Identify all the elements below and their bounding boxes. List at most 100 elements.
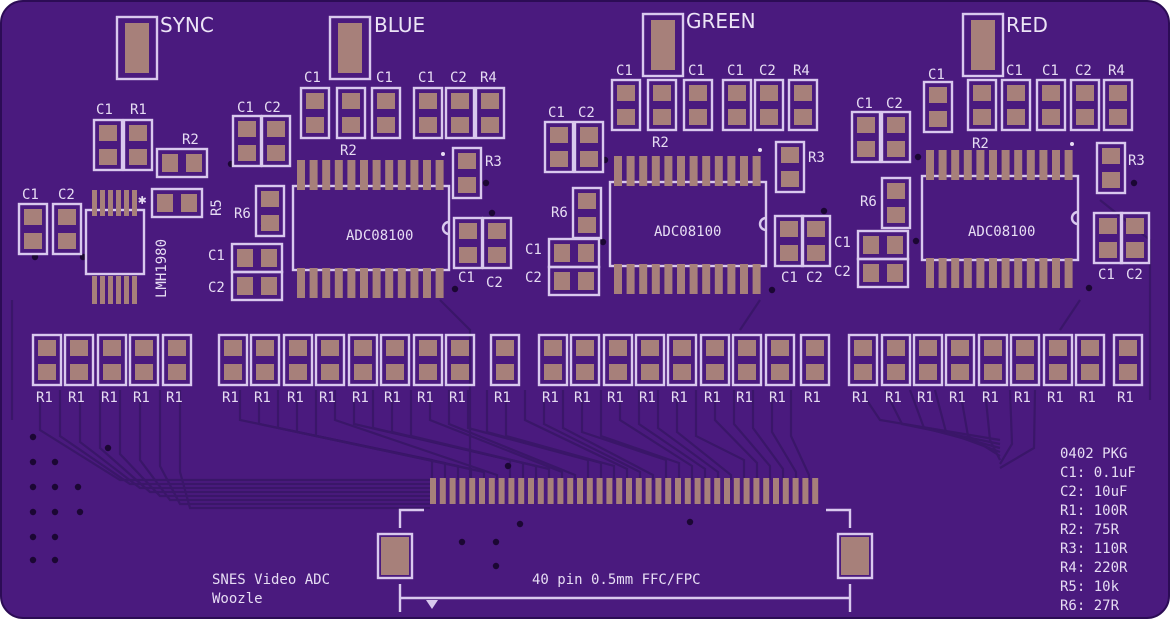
- pad: [377, 117, 395, 133]
- pad: [135, 364, 153, 380]
- pad: [451, 93, 469, 109]
- pad: [617, 85, 635, 101]
- trace: [314, 390, 486, 480]
- ref-label: R1: [222, 390, 239, 406]
- pin-pad: [677, 156, 685, 186]
- ffc-pin: [792, 478, 799, 504]
- pin-pad: [926, 258, 934, 288]
- pin-pad: [677, 264, 685, 294]
- via: [51, 458, 59, 466]
- pad: [1081, 340, 1099, 356]
- ref-label: R4: [793, 63, 810, 79]
- ffc-pin: [763, 478, 770, 504]
- pad: [771, 364, 789, 380]
- footprint-outline: [880, 176, 912, 230]
- via: [599, 238, 607, 246]
- pad: [1102, 172, 1120, 188]
- footprint-outline: [721, 78, 753, 132]
- ref-label: C1: [781, 270, 798, 286]
- pin-pad: [664, 156, 673, 186]
- terminal-outline: [328, 15, 372, 81]
- pad: [459, 247, 477, 263]
- pin-pad: [951, 258, 960, 288]
- pin-pad: [297, 160, 305, 190]
- footprint-outline: [922, 80, 954, 134]
- footprint-outline: [682, 78, 714, 132]
- via: [51, 508, 59, 516]
- footprint-outline: [282, 333, 314, 387]
- ref-label: R1: [639, 390, 656, 406]
- via: [79, 253, 87, 261]
- pad: [576, 364, 594, 380]
- ref-label: R6: [860, 194, 877, 210]
- footprint-outline: [92, 118, 124, 172]
- ref-label: R1: [769, 390, 786, 406]
- pad: [1042, 109, 1060, 125]
- footprint-outline: [1112, 333, 1144, 387]
- pad: [224, 364, 242, 380]
- via: [51, 533, 59, 541]
- footprint-outline: [856, 257, 910, 289]
- ref-label: R6: [551, 205, 568, 221]
- ref-label: R5: [209, 199, 225, 216]
- pad: [261, 191, 279, 207]
- footprint-outline: [314, 333, 346, 387]
- trace: [694, 390, 746, 480]
- ref-label: C2: [208, 280, 225, 296]
- pad: [496, 340, 514, 356]
- pad: [419, 117, 437, 133]
- pin-pad: [435, 160, 444, 190]
- pin-pad: [1052, 150, 1060, 180]
- pin-pad: [124, 276, 129, 304]
- pin-pad: [372, 160, 381, 190]
- pad: [857, 117, 875, 133]
- pin-pad: [397, 268, 406, 298]
- pad: [419, 340, 437, 356]
- via: [29, 433, 37, 441]
- footprint-outline: [249, 333, 281, 387]
- pad: [261, 249, 277, 267]
- legend-line: R4: 220R: [1060, 560, 1128, 576]
- footprint-outline: [489, 333, 521, 387]
- via: [458, 538, 466, 546]
- pin-pad: [938, 258, 947, 288]
- footprint-outline: [161, 333, 193, 387]
- pin-pad: [614, 156, 622, 186]
- pad: [38, 364, 56, 380]
- pad: [267, 121, 285, 137]
- trace: [618, 390, 694, 480]
- ref-label: R1: [36, 390, 53, 406]
- pad: [673, 364, 691, 380]
- pad: [419, 93, 437, 109]
- trace: [138, 390, 430, 502]
- pad: [1049, 340, 1067, 356]
- pad: [1126, 218, 1144, 234]
- pin-pad: [410, 268, 419, 298]
- ref-label: R1: [574, 390, 591, 406]
- pad: [1049, 364, 1067, 380]
- pad: [168, 364, 186, 380]
- footprint-outline: [128, 333, 160, 387]
- via: [29, 556, 37, 564]
- ffc-pin: [459, 478, 466, 504]
- pad: [238, 145, 256, 161]
- pad: [419, 364, 437, 380]
- trace: [561, 390, 655, 480]
- pad: [451, 117, 469, 133]
- anchor-pad: [381, 537, 409, 575]
- pad: [863, 264, 879, 282]
- footprint-outline: [63, 333, 95, 387]
- ref-label: R1: [352, 390, 369, 406]
- pin-pad: [752, 156, 761, 186]
- ref-label: R3: [1128, 153, 1145, 169]
- footprint-outline: [573, 120, 605, 174]
- pad: [887, 183, 905, 199]
- pin-pad: [360, 268, 368, 298]
- pad: [70, 340, 88, 356]
- footprint-outline: [731, 333, 763, 387]
- pad: [386, 340, 404, 356]
- ref-label: C1: [22, 187, 39, 203]
- footprint-outline: [254, 184, 286, 238]
- ffc-pin: [616, 478, 623, 504]
- ref-label: C1: [834, 235, 851, 251]
